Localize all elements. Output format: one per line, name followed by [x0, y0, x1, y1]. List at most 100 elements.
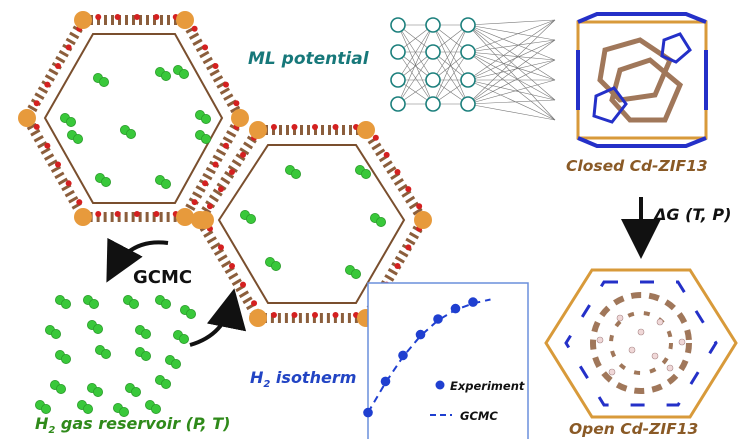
metal-node: [414, 211, 432, 229]
gcmc-arrow-out: [106, 237, 169, 283]
delta-g-label: ΔG (T, P): [652, 205, 731, 224]
nn-node: [390, 96, 406, 112]
isotherm-frame: [367, 282, 529, 439]
open-zif-hydrogen: [651, 352, 659, 360]
h2-molecule: [154, 174, 171, 189]
oxygen-atom: [55, 161, 61, 168]
h2-molecule: [50, 379, 67, 394]
ml-potential-label: ML potential: [248, 49, 370, 69]
nn-edge: [467, 103, 556, 121]
h2-molecule: [125, 382, 141, 397]
nn-edge: [467, 24, 556, 41]
experiment-point: [468, 297, 478, 307]
nn-edge: [467, 24, 556, 61]
nn-edge: [467, 79, 556, 121]
h2-molecule: [93, 73, 110, 88]
oxygen-atom: [405, 244, 412, 251]
mof-pore-right-inner: [217, 144, 406, 304]
experiment-point: [363, 407, 373, 418]
oxygen-atom: [291, 312, 298, 318]
h2-molecule: [194, 129, 211, 144]
nn-node: [425, 17, 441, 33]
open-zif-hydrogen: [628, 346, 636, 354]
h2-molecule: [154, 67, 171, 82]
legend-experiment-marker: [435, 380, 445, 390]
h2-molecule: [83, 294, 100, 309]
oxygen-atom: [191, 199, 198, 206]
nn-edge: [397, 51, 434, 105]
oxygen-atom: [212, 63, 219, 69]
h2-molecule: [154, 294, 171, 309]
nn-edge: [432, 24, 469, 81]
gcmc-label: GCMC: [133, 267, 192, 288]
oxygen-atom: [240, 151, 247, 158]
open-zif-hydrogen: [596, 336, 604, 344]
nn-edge: [467, 24, 556, 101]
h2-molecule: [95, 344, 112, 359]
open-zif-label: Open Cd-ZIF13: [569, 420, 698, 438]
h2-molecule: [154, 374, 171, 389]
experiment-points: [363, 297, 478, 418]
metal-node: [18, 109, 36, 127]
oxygen-atom: [332, 124, 339, 130]
metal-node: [249, 309, 267, 327]
oxygen-atom: [114, 14, 121, 20]
oxygen-atom: [95, 14, 102, 20]
nn-node: [460, 96, 476, 112]
metal-node: [176, 208, 194, 226]
h2-molecule: [35, 399, 52, 414]
isotherm-label-sub: 2: [263, 379, 270, 390]
oxygen-atom: [372, 134, 379, 141]
nn-edge: [467, 59, 556, 81]
oxygen-atom: [44, 142, 51, 149]
oxygen-atom: [383, 151, 390, 158]
metal-node: [231, 109, 249, 127]
oxygen-atom: [251, 300, 258, 307]
oxygen-atom: [291, 124, 298, 130]
metal-node: [196, 211, 214, 229]
nn-node: [390, 44, 406, 60]
gcmc-arrow-in: [189, 288, 247, 347]
nn-edge: [467, 51, 556, 121]
isotherm-label-rest: isotherm: [270, 368, 356, 387]
oxygen-atom: [222, 81, 229, 88]
closed-zif-label: Closed Cd-ZIF13: [566, 157, 708, 175]
open-zif-hydrogens: [596, 314, 686, 376]
oxygen-atom: [134, 14, 140, 20]
h2-molecule: [369, 212, 386, 227]
oxygen-atom: [217, 186, 224, 193]
nn-edge: [432, 24, 469, 105]
oxygen-atom: [212, 161, 219, 168]
oxygen-atom: [240, 281, 247, 288]
nn-edge: [467, 19, 556, 105]
h2-molecule: [55, 294, 72, 309]
experiment-point: [433, 314, 443, 324]
open-zif-hydrogen: [678, 338, 686, 346]
oxygen-atom: [270, 124, 277, 130]
h2-molecule: [239, 209, 256, 224]
nn-node: [425, 44, 441, 60]
h2-molecule: [67, 129, 84, 144]
oxygen-atom: [55, 63, 61, 69]
h2-molecule: [134, 346, 151, 361]
h2-molecule: [344, 264, 361, 279]
nn-node: [460, 44, 476, 60]
closed-zif-structure: [576, 12, 708, 148]
oxygen-atom: [229, 263, 235, 269]
nn-edge: [467, 51, 556, 61]
oxygen-atom: [65, 180, 72, 187]
oxygen-atom: [229, 169, 235, 175]
nn-edge: [467, 19, 556, 81]
oxygen-atom: [312, 124, 318, 130]
nn-node: [390, 72, 406, 88]
nn-node: [425, 96, 441, 112]
h2-molecule: [87, 382, 104, 397]
oxygen-atom: [217, 244, 224, 251]
oxygen-atom: [405, 186, 412, 193]
h2-molecule: [87, 319, 104, 334]
nn-edge: [467, 19, 556, 26]
oxygen-atom: [416, 203, 423, 210]
metal-node: [74, 208, 92, 226]
experiment-point: [398, 350, 408, 361]
reservoir-label-sub: 2: [48, 425, 55, 436]
